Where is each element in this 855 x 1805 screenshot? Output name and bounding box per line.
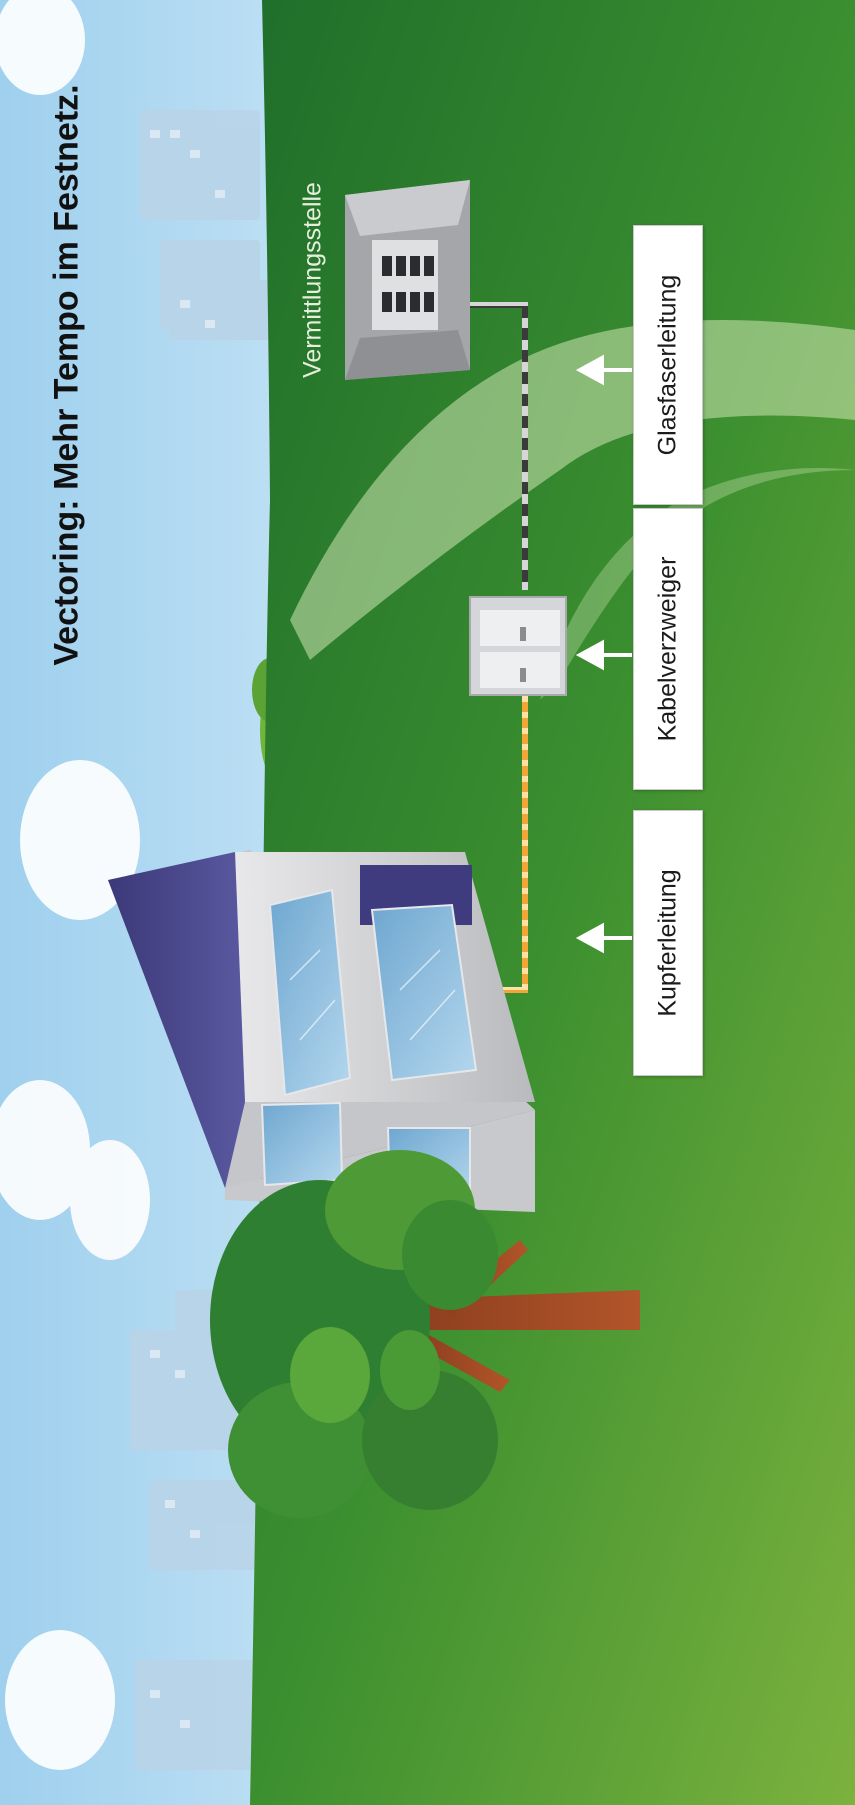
page-title: Vectoring: Mehr Tempo im Festnetz. xyxy=(47,84,86,666)
fiber-label: Glasfaserleitung xyxy=(653,274,682,456)
tree-icon xyxy=(210,1150,640,1518)
city-windows xyxy=(150,130,225,1728)
house-icon xyxy=(108,850,535,1212)
cabinet-label-box: Kabelverzweiger xyxy=(633,508,703,790)
cabinet-label: Kabelverzweiger xyxy=(653,556,682,742)
fiber-label-box: Glasfaserleitung xyxy=(633,225,703,505)
arrow-icons xyxy=(575,354,632,954)
copper-label: Kupferleitung xyxy=(653,869,682,1017)
copper-label-box: Kupferleitung xyxy=(633,810,703,1076)
cabinet-icon xyxy=(469,596,567,696)
exchange-icon xyxy=(345,180,470,380)
exchange-label: Vermittlungsstelle xyxy=(298,182,327,378)
